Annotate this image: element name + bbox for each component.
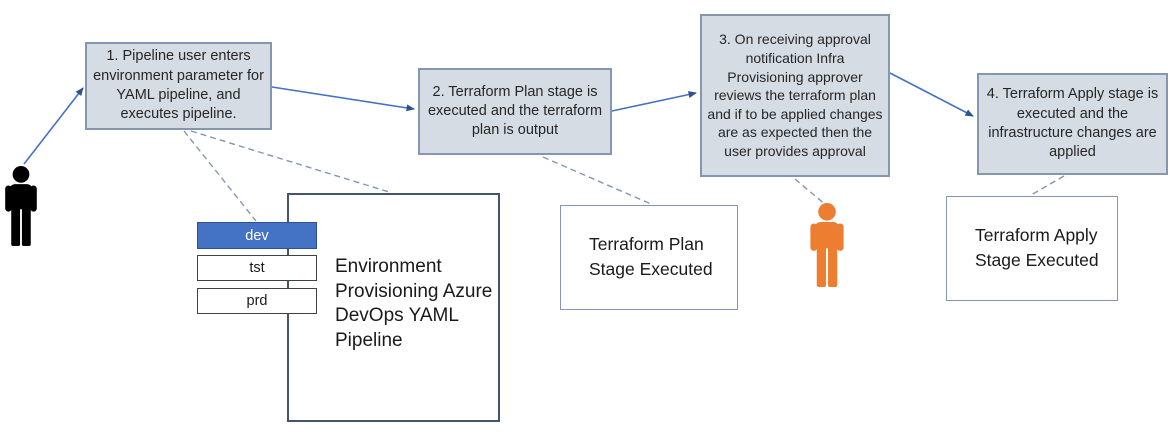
dashed-step4-to-apply-stage <box>1030 175 1065 196</box>
step-2-box: 2. Terraform Plan stage is executed and … <box>418 68 612 155</box>
step-3-text: 3. On receiving approval notification In… <box>707 31 883 160</box>
dashed-step1-to-pipeline-box <box>190 130 390 193</box>
pipeline-box-label: Environment Provisioning Azure DevOps YA… <box>335 256 493 352</box>
pipeline-user-icon <box>2 166 40 246</box>
step-4-text: 4. Terraform Apply stage is executed and… <box>986 86 1159 161</box>
plan-stage-label: Terraform Plan Stage Executed <box>589 234 713 280</box>
step-4-box: 4. Terraform Apply stage is executed and… <box>977 73 1168 175</box>
env-option-dev-label: dev <box>245 227 269 244</box>
pipeline-box: Environment Provisioning Azure DevOps YA… <box>287 193 500 422</box>
apply-stage-box: Terraform Apply Stage Executed <box>946 196 1118 301</box>
arrow-step3-to-step4 <box>889 72 974 117</box>
env-option-dev[interactable]: dev <box>197 222 317 249</box>
env-option-prd-label: prd <box>246 293 268 309</box>
dashed-step2-to-plan-stage <box>542 156 652 205</box>
arrow-step2-to-step3 <box>611 91 697 112</box>
step-3-box: 3. On receiving approval notification In… <box>700 14 890 177</box>
env-option-prd[interactable]: prd <box>197 288 317 314</box>
arrow-step1-to-step2 <box>271 86 415 112</box>
arrow-user-to-step1 <box>23 87 84 165</box>
step-1-box: 1. Pipeline user enters environment para… <box>85 42 272 130</box>
step-2-text: 2. Terraform Plan stage is executed and … <box>427 83 603 139</box>
env-option-tst[interactable]: tst <box>197 255 317 281</box>
plan-stage-box: Terraform Plan Stage Executed <box>560 205 738 310</box>
approver-icon <box>806 203 848 287</box>
apply-stage-label: Terraform Apply Stage Executed <box>975 225 1099 271</box>
dashed-step1-to-env-dev <box>183 130 257 222</box>
dashed-step3-to-approver <box>794 178 828 207</box>
env-option-tst-label: tst <box>249 260 265 276</box>
step-1-text: 1. Pipeline user enters environment para… <box>93 48 264 123</box>
